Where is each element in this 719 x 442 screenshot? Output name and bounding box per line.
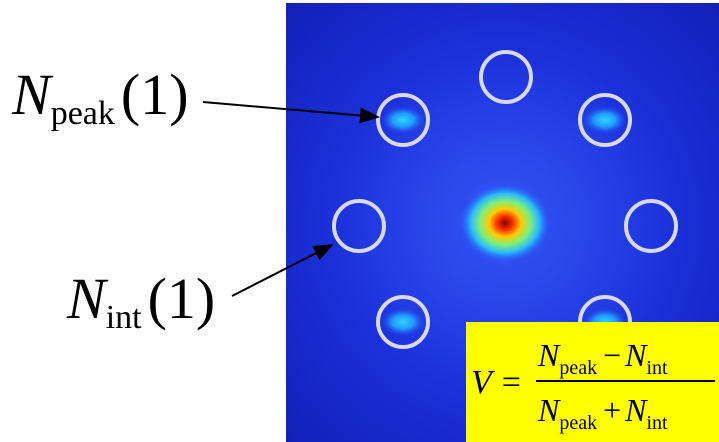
spot-lower-left xyxy=(381,308,425,336)
central-peak xyxy=(459,183,551,263)
int-arrow xyxy=(231,244,334,297)
int-label-symbol: N xyxy=(66,266,109,331)
denominator-n2: N xyxy=(624,392,648,428)
denominator-n1: N xyxy=(537,392,561,428)
numerator-sub2: int xyxy=(647,357,669,379)
peak-arrow xyxy=(202,101,380,124)
denominator-sub1: peak xyxy=(559,412,597,434)
formula-denominator: Npeak+Nint xyxy=(537,392,668,434)
circle-top xyxy=(479,50,533,104)
denominator-sub2: int xyxy=(647,412,669,434)
int-label-arg: (1) xyxy=(148,266,216,331)
formula-equals: = xyxy=(502,364,521,401)
circle-right xyxy=(624,199,678,253)
circle-lower-left xyxy=(376,295,430,349)
numerator-n1: N xyxy=(537,337,561,373)
peak-label-arg: (1) xyxy=(121,62,189,127)
formula-numerator: Npeak−Nint xyxy=(537,337,668,379)
int-label: Nint(1) xyxy=(66,266,215,336)
peak-label-subscript: peak xyxy=(51,95,115,132)
numerator-op: − xyxy=(603,337,621,373)
peak-label-symbol: N xyxy=(11,62,54,127)
spot-upper-right xyxy=(583,106,627,134)
peak-label: Npeak(1) xyxy=(11,62,189,132)
denominator-op: + xyxy=(603,392,621,428)
circle-upper-right xyxy=(578,93,632,147)
numerator-n2: N xyxy=(624,337,648,373)
measurement-circles xyxy=(332,50,678,349)
circle-left xyxy=(332,199,386,253)
visibility-formula: V= Npeak−Nint Npeak+Nint xyxy=(466,322,719,442)
spot-upper-left xyxy=(381,106,425,134)
numerator-sub1: peak xyxy=(559,357,597,379)
int-label-subscript: int xyxy=(106,299,142,336)
